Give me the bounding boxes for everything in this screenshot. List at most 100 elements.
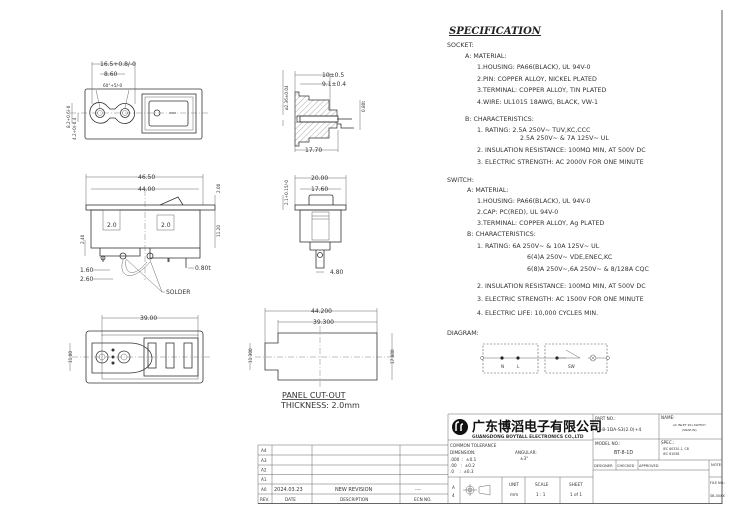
socket-char-item: 2. INSULATION RESISTANCE: 100MΩ MIN, AT …	[477, 147, 646, 154]
file-no-value: SB-00XX	[710, 494, 725, 498]
specification-section: SPECIFICATION SOCKET: A: MATERIAL: 1.HOU…	[447, 26, 649, 337]
switch-char-heading: B: CHARACTERISTICS:	[467, 231, 536, 238]
dim-17-60: 17.60	[311, 186, 328, 193]
cavity-label-right: 2.0	[161, 222, 171, 229]
dim-diameter-2-36: ø2.36±0.04	[284, 85, 289, 110]
tolerance-angular: ANGULAR:	[515, 450, 537, 455]
sheet-label: SHEET	[569, 482, 583, 487]
specification-title: SPECIFICATION	[449, 26, 542, 37]
dim-60-deg: 60°+5/-0	[103, 83, 123, 88]
dim-11-20: 11.20	[216, 225, 221, 237]
spec-label: SPEC.:	[661, 440, 675, 445]
socket-material-item: 2.PIN: COPPER ALLOY, NICKEL PLATED	[477, 76, 597, 83]
socket-material-item: 4.WIRE: UL1015 18AWG, BLACK, VW-1	[477, 99, 598, 106]
scale-value: 1 : 1	[536, 492, 546, 497]
projection-symbol-icon	[463, 484, 491, 496]
dim-16-5: 16.5+0.8/-0	[100, 61, 136, 68]
label-n: N	[501, 364, 504, 369]
cavity-label-left: 2.0	[107, 222, 117, 229]
front-view: 46.50 44.00 2.0 2.0 SOLDER 2.00 11.20 2.…	[80, 174, 221, 296]
panel-cutout-view: 44.200 39.300 11.300 17.800 PANEL CUT-OU…	[248, 308, 395, 410]
revision-table: A4 A3 A2 A1 A0 2024.03.23 NEW REVISION -…	[257, 414, 449, 504]
switch-material-item: 3.TERMINAL: COPPER ALLOY, Ag PLATED	[477, 220, 604, 227]
socket-char-item: 1. RATING: 2.5A 250V~ TUV,KC,CCC	[477, 127, 591, 134]
dim-9-1: 9.1±0.4	[322, 81, 346, 88]
tolerance-angular-value: ±3°	[520, 456, 528, 461]
dim-11-00: 11.00	[68, 351, 73, 363]
file-no-label: FILE NO.:	[710, 481, 725, 485]
approved-label: APPROVED	[639, 464, 659, 468]
revision-row: A2	[261, 468, 267, 473]
header-ecn: ECN NO.	[414, 497, 432, 502]
revision-row: A4	[261, 448, 267, 453]
company-logo-icon	[452, 419, 468, 435]
dim-4-2: 4.2+0/-0.4	[72, 117, 77, 140]
dim-2-1: 2.1+0.15/-0	[284, 180, 289, 205]
dim-1-60: 1.60	[80, 267, 94, 274]
panel-thickness-label: THICKNESS: 2.0mm	[280, 401, 360, 410]
dim-2-40: 2.40	[80, 234, 85, 244]
tolerance-row: .00 : ±0.2	[450, 463, 475, 468]
dim-0-80t: 0.80t	[361, 101, 366, 112]
socket-char-item: 3. ELECTRIC STRENGTH: AC 2000V FOR ONE M…	[477, 159, 644, 166]
socket-char-item: 2.5A 250V~ & 7A 125V~ UL	[520, 135, 609, 142]
header-rev: REV.	[260, 497, 269, 502]
tolerance-dimension: DIMENSION:	[450, 450, 476, 455]
part-no-value: BT-8-1DA-S3(2.0)+4	[595, 427, 641, 433]
switch-char-item: 1. RATING: 6A 250V~ & 10A 125V~ UL	[477, 243, 600, 250]
model-no-value: BT-8-1D	[614, 450, 633, 456]
dim-17-800: 17.800	[390, 349, 395, 364]
ecn-cell: ----	[415, 487, 422, 492]
dim-44-00: 44.00	[138, 186, 155, 193]
dim-8-60: 8.60	[104, 71, 118, 78]
top-view: 16.5+0.8/-0 8.60 60°+5/-0 8.2+0.6/-0 4.2…	[66, 61, 210, 140]
checked-label: CHECKED	[617, 464, 635, 468]
dim-2-60: 2.60	[80, 276, 94, 283]
designer-label: DESIGNER	[594, 464, 613, 468]
switch-material-item: 1.HOUSING: PA66(BLACK), UL 94V-0	[477, 198, 591, 205]
name-value-line1: AC INLET 2P+SWITCH	[673, 423, 706, 427]
spec-value-line1: IEC 60320-1, C8	[663, 447, 689, 451]
date-cell: 2024.03.23	[274, 487, 303, 493]
dim-0-80t-front: 0.80t	[195, 265, 211, 272]
sheet-size-a: A	[452, 485, 455, 490]
sheet-size-4: 4	[452, 493, 455, 498]
diagram-heading: DIAGRAM:	[447, 330, 479, 337]
switch-char-item: 6(8)A 250V~,6A 250V~ & 8/128A CQC	[527, 266, 649, 273]
socket-material-heading: A: MATERIAL:	[465, 53, 507, 60]
socket-material-item: 1.HOUSING: PA66(BLACK), UL 94V-0	[477, 64, 591, 71]
company-name-cn: 广东博滔电子有限公司	[472, 419, 602, 434]
spec-value-line2: IEC 61058	[663, 452, 679, 456]
unit-label: UNIT	[509, 482, 519, 487]
part-no-label: PART NO.:	[595, 416, 616, 421]
dim-39-00: 39.00	[140, 315, 157, 322]
model-no-label: MODEL NO.:	[595, 441, 620, 446]
dim-17-70: 17.70	[305, 147, 322, 154]
switch-material-item: 2.CAP: PC(RED), UL 94V-0	[477, 209, 558, 216]
sheet-frame	[258, 10, 723, 504]
switch-char-item: 4. ELECTRIC LIFE: 10,000 CYCLES MIN.	[477, 310, 598, 317]
name-value-line2: (SNAP-IN)	[682, 428, 697, 432]
rev-cell: A2	[261, 468, 267, 473]
revision-row: A1	[261, 477, 267, 482]
label-l: L	[517, 364, 520, 369]
sheet-value: 1 of 1	[570, 492, 582, 497]
company-name-en: GUANGDONG BOYTALL ELECTRONICS CO.,LTD	[472, 434, 584, 440]
socket-material-item: 3.TERMINAL: COPPER ALLOY, TIN PLATED	[477, 87, 607, 94]
revision-row: A0 2024.03.23 NEW REVISION ----	[261, 487, 422, 493]
side-view: 10±0.5 9.1±0.4 ø2.36±0.04 0.80t 17.70	[282, 70, 366, 154]
switch-heading: SWITCH:	[447, 177, 474, 184]
tolerance-row: .000 : ±0.1	[450, 457, 477, 462]
switch-char-item: 6(4)A 250V~ VDE,ENEC,KC	[527, 254, 613, 261]
name-label: NAME:	[661, 415, 675, 420]
dim-39-300: 39.300	[313, 319, 334, 326]
description-cell: NEW REVISION	[335, 487, 373, 493]
neutral-node	[500, 356, 504, 360]
header-date: DATE	[285, 497, 296, 502]
dim-8-2: 8.2+0.6/-0	[66, 105, 71, 128]
rev-cell: A0	[261, 487, 267, 492]
panel-cutout-label: PANEL CUT-OUT	[282, 391, 346, 400]
dim-20-00: 20.00	[311, 175, 328, 182]
line-node	[516, 356, 520, 360]
